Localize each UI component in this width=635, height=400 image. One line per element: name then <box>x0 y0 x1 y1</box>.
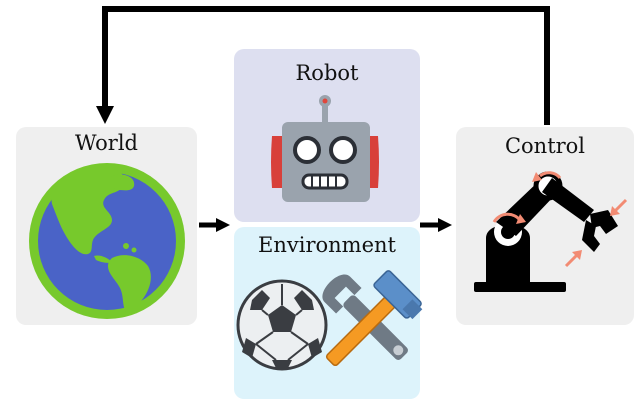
globe-icon <box>29 163 185 319</box>
control-label: Control <box>504 134 586 158</box>
robot-label: Robot <box>295 61 359 85</box>
hammer-and-wrench-icon <box>322 270 423 367</box>
robot-head-icon <box>271 95 379 202</box>
environment-label: Environment <box>258 233 396 257</box>
world-to-system-arrow <box>199 218 230 232</box>
feedback-arrow <box>96 6 550 125</box>
robotic-arm-icon <box>474 171 628 292</box>
soccer-ball-icon <box>236 279 328 371</box>
world-label: World <box>75 131 138 155</box>
system-to-control-arrow <box>420 218 452 232</box>
